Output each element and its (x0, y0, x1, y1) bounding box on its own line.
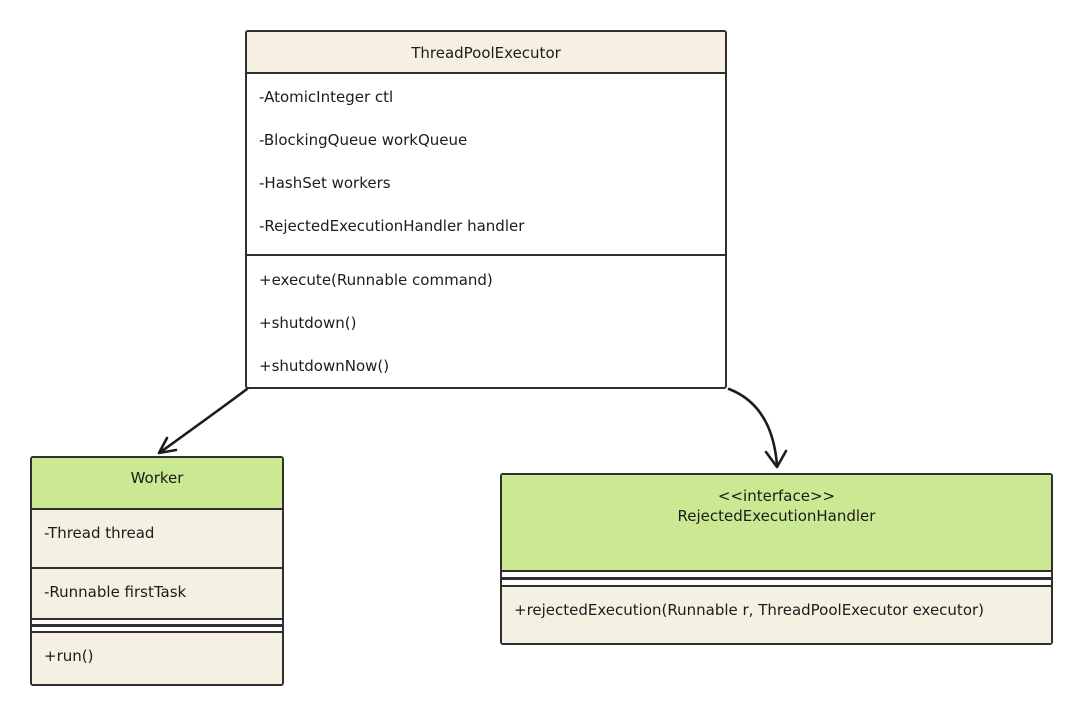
double-separator (32, 618, 282, 633)
method-shutdown: +shutdown() (259, 314, 357, 332)
class-thread-pool-executor: ThreadPoolExecutor -AtomicInteger ctl -B… (245, 30, 727, 389)
method-rejected-execution: +rejectedExecution(Runnable r, ThreadPoo… (502, 587, 1051, 643)
method-run: +run() (32, 633, 282, 684)
field-ctl: -AtomicInteger ctl (259, 88, 394, 106)
field-thread: -Thread thread (32, 510, 282, 567)
interface-rejected-execution-handler: <<interface>> RejectedExecutionHandler +… (500, 473, 1053, 645)
field-work-queue: -BlockingQueue workQueue (259, 131, 468, 149)
field-thread-label: -Thread thread (44, 524, 155, 542)
arrow-to-worker (157, 387, 249, 455)
class-worker: Worker -Thread thread -Runnable firstTas… (30, 456, 284, 686)
field-handler: -RejectedExecutionHandler handler (259, 217, 525, 235)
method-rejected-execution-label: +rejectedExecution(Runnable r, ThreadPoo… (514, 601, 985, 619)
class-title-thread-pool-executor: ThreadPoolExecutor (247, 32, 725, 74)
double-separator (502, 572, 1051, 587)
method-shutdown-now: +shutdownNow() (259, 357, 390, 375)
interface-stereotype: <<interface>> (717, 487, 836, 505)
method-run-label: +run() (44, 647, 94, 665)
method-execute: +execute(Runnable command) (259, 271, 493, 289)
interface-title: RejectedExecutionHandler (677, 507, 876, 525)
arrow-to-rejected-execution-handler (727, 387, 788, 469)
field-first-task: -Runnable firstTask (32, 567, 282, 618)
class-title-worker: Worker (32, 458, 282, 510)
interface-header: <<interface>> RejectedExecutionHandler (502, 475, 1051, 572)
field-workers: -HashSet workers (259, 174, 391, 192)
methods-compartment: +execute(Runnable command) +shutdown() +… (247, 254, 725, 390)
field-first-task-label: -Runnable firstTask (44, 583, 187, 601)
fields-compartment: -AtomicInteger ctl -BlockingQueue workQu… (247, 74, 725, 254)
class-title-worker-label: Worker (130, 469, 184, 487)
